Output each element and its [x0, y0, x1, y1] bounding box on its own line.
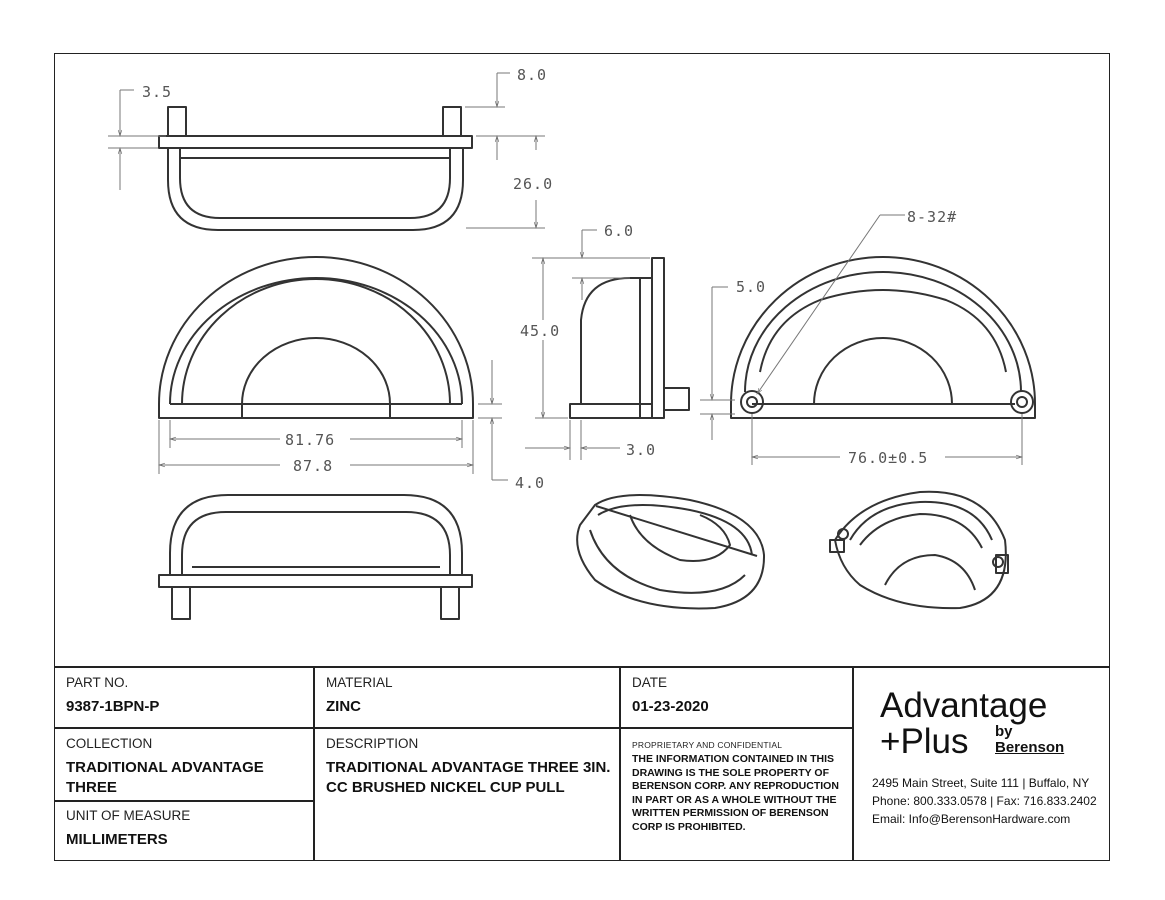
dim-76-0-tolerance: 76.0±0.5 — [848, 449, 928, 467]
title-block-top-rule — [54, 666, 1110, 668]
notice-line: THE INFORMATION CONTAINED IN THIS — [632, 753, 835, 765]
logo-berenson: Berenson — [995, 739, 1065, 756]
notice-line: DRAWING IS THE SOLE PROPERTY OF — [632, 766, 829, 779]
dim-4-0: 4.0 — [515, 474, 545, 492]
title-block-col-rule-3 — [852, 666, 854, 861]
company-address: 2495 Main Street, Suite 111 | Buffalo, N… — [872, 776, 1090, 790]
confidential-notice: THE INFORMATION CONTAINED IN THIS DRAWIN… — [632, 753, 839, 835]
notice-line: WRITTEN PERMISSION OF BERENSON — [632, 807, 829, 820]
material-label: MATERIAL — [326, 675, 393, 690]
description-value-line1: TRADITIONAL ADVANTAGE THREE 3IN. — [326, 759, 611, 776]
logo-by: by — [995, 723, 1013, 740]
dim-81-76: 81.76 — [285, 431, 335, 449]
description-value-line2: CC BRUSHED NICKEL CUP PULL — [326, 779, 565, 796]
date-label: DATE — [632, 675, 668, 690]
material-value: ZINC — [326, 698, 361, 715]
part-no-label: PART NO. — [66, 675, 129, 690]
dim-6-0: 6.0 — [604, 222, 634, 240]
dim-26-0: 26.0 — [513, 175, 553, 193]
title-block-col-rule-1 — [313, 666, 315, 861]
notice-line: IN PART OR AS A WHOLE WITHOUT THE — [632, 793, 837, 806]
title-block-unit-rule — [54, 800, 314, 802]
notice-line: BERENSON CORP. ANY REPRODUCTION — [632, 780, 839, 793]
logo-advantage: Advantage — [880, 686, 1048, 725]
dim-45-0: 45.0 — [520, 322, 560, 340]
unit-of-measure-value: MILLIMETERS — [66, 831, 168, 848]
notice-line: CORP IS PROHIBITED. — [632, 820, 746, 833]
proprietary-label: PROPRIETARY AND CONFIDENTIAL — [632, 740, 783, 750]
description-label: DESCRIPTION — [326, 736, 419, 751]
company-phone: Phone: 800.333.0578 | Fax: 716.833.2402 — [872, 794, 1097, 808]
back-view — [730, 256, 1036, 419]
title-block-mid-rule — [54, 727, 852, 729]
dim-87-8: 87.8 — [293, 457, 333, 475]
dim-3-0: 3.0 — [626, 441, 656, 459]
logo-plus: +Plus — [880, 722, 969, 761]
drawing-sheet-border — [54, 53, 1110, 861]
dim-3-5: 3.5 — [142, 83, 172, 101]
top-view — [158, 106, 473, 231]
company-email: Email: Info@BerensonHardware.com — [872, 812, 1071, 826]
dim-8-32-thread: 8-32# — [907, 208, 957, 226]
unit-of-measure-label: UNIT OF MEASURE — [66, 808, 191, 823]
dim-5-0: 5.0 — [736, 278, 766, 296]
side-view — [569, 257, 690, 419]
front-view — [158, 256, 474, 419]
collection-value-line1: TRADITIONAL ADVANTAGE — [66, 759, 264, 776]
dim-8-0: 8.0 — [517, 66, 547, 84]
date-value: 01-23-2020 — [632, 698, 709, 715]
isometric-view-front — [576, 494, 766, 610]
part-no-value: 9387-1BPN-P — [66, 698, 160, 715]
collection-value-line2: THREE — [66, 779, 117, 796]
collection-label: COLLECTION — [66, 736, 153, 751]
bottom-view — [158, 494, 473, 620]
isometric-view-back — [829, 490, 1009, 610]
title-block-col-rule-2 — [619, 666, 621, 861]
